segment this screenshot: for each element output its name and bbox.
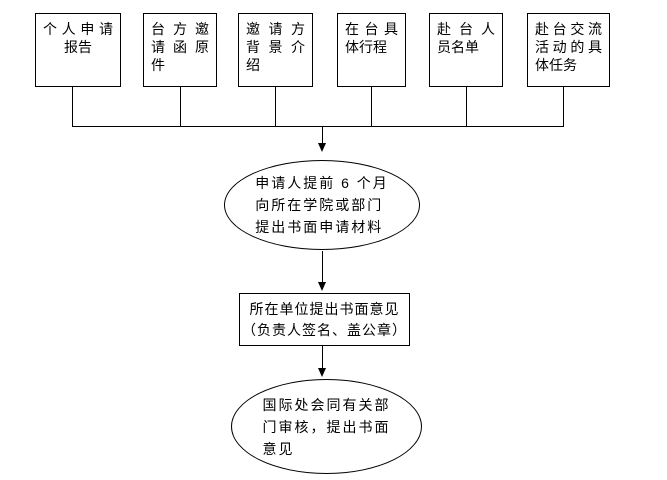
box-text-line: 背景介 [246, 39, 305, 55]
box-text-line: 件 [151, 57, 165, 73]
connector-line [275, 87, 276, 126]
connector-bus-line [72, 126, 564, 127]
node-text-line: （负责人签名、盖公章） [242, 321, 407, 338]
box-text-line: 台方邀 [151, 21, 209, 37]
box-inviter-background-intro: 邀请方 背景介 绍 [238, 13, 313, 87]
node-text-line: 国际处会同有关部 [262, 396, 391, 413]
box-text-line: 绍 [246, 57, 260, 73]
connector-line [180, 87, 181, 126]
node-text-line: 向所在学院或部门 [255, 197, 384, 213]
rect-unit-written-opinion: 所在单位提出书面意见 （负责人签名、盖公章） [239, 293, 410, 346]
box-text-line: 邀请方 [246, 21, 305, 37]
connector-line [466, 87, 467, 126]
box-taiwan-itinerary: 在台具 体行程 [337, 13, 406, 87]
ellipse-submit-application-materials: 申请人提前 6 个月 向所在学院或部门 提出书面申请材料 [224, 160, 420, 250]
arrow-down-icon [318, 368, 326, 377]
node-text-line: 所在单位提出书面意见 [249, 300, 400, 317]
arrow-line [322, 251, 323, 282]
box-text-line: 报告 [64, 39, 92, 55]
box-text-line: 员名单 [437, 39, 479, 55]
box-text-line: 体任务 [535, 57, 577, 73]
arrow-down-icon [318, 143, 326, 152]
box-text-line: 活动的具 [535, 39, 602, 55]
connector-line [72, 87, 73, 126]
box-taiwan-invitation-letter-original: 台方邀 请函原 件 [143, 13, 217, 87]
box-text-line: 个人申请 [43, 21, 113, 37]
box-taiwan-exchange-specific-tasks: 赴台交流 活动的具 体任务 [527, 13, 610, 87]
node-text-line: 意见 [262, 440, 295, 457]
box-text-line: 在台具 [345, 21, 398, 37]
box-text-line: 赴台人 [437, 21, 495, 37]
node-text-line: 申请人提前 6 个月 [255, 175, 389, 191]
node-text-line: 提出书面申请材料 [255, 219, 384, 235]
box-taiwan-personnel-list: 赴台人 员名单 [429, 13, 503, 87]
ellipse-international-office-review: 国际处会同有关部 门审核，提出书面 意见 [231, 379, 422, 474]
arrow-line [322, 346, 323, 368]
arrow-line [322, 127, 323, 143]
box-text-line: 赴台交流 [535, 21, 602, 37]
box-personal-application-report: 个人申请 报告 [35, 13, 121, 87]
node-text-line: 门审核，提出书面 [262, 418, 391, 435]
box-text-line: 请函原 [151, 39, 209, 55]
box-text-line: 体行程 [345, 39, 387, 55]
connector-line [371, 87, 372, 126]
connector-line [563, 87, 564, 126]
arrow-down-icon [318, 282, 326, 291]
